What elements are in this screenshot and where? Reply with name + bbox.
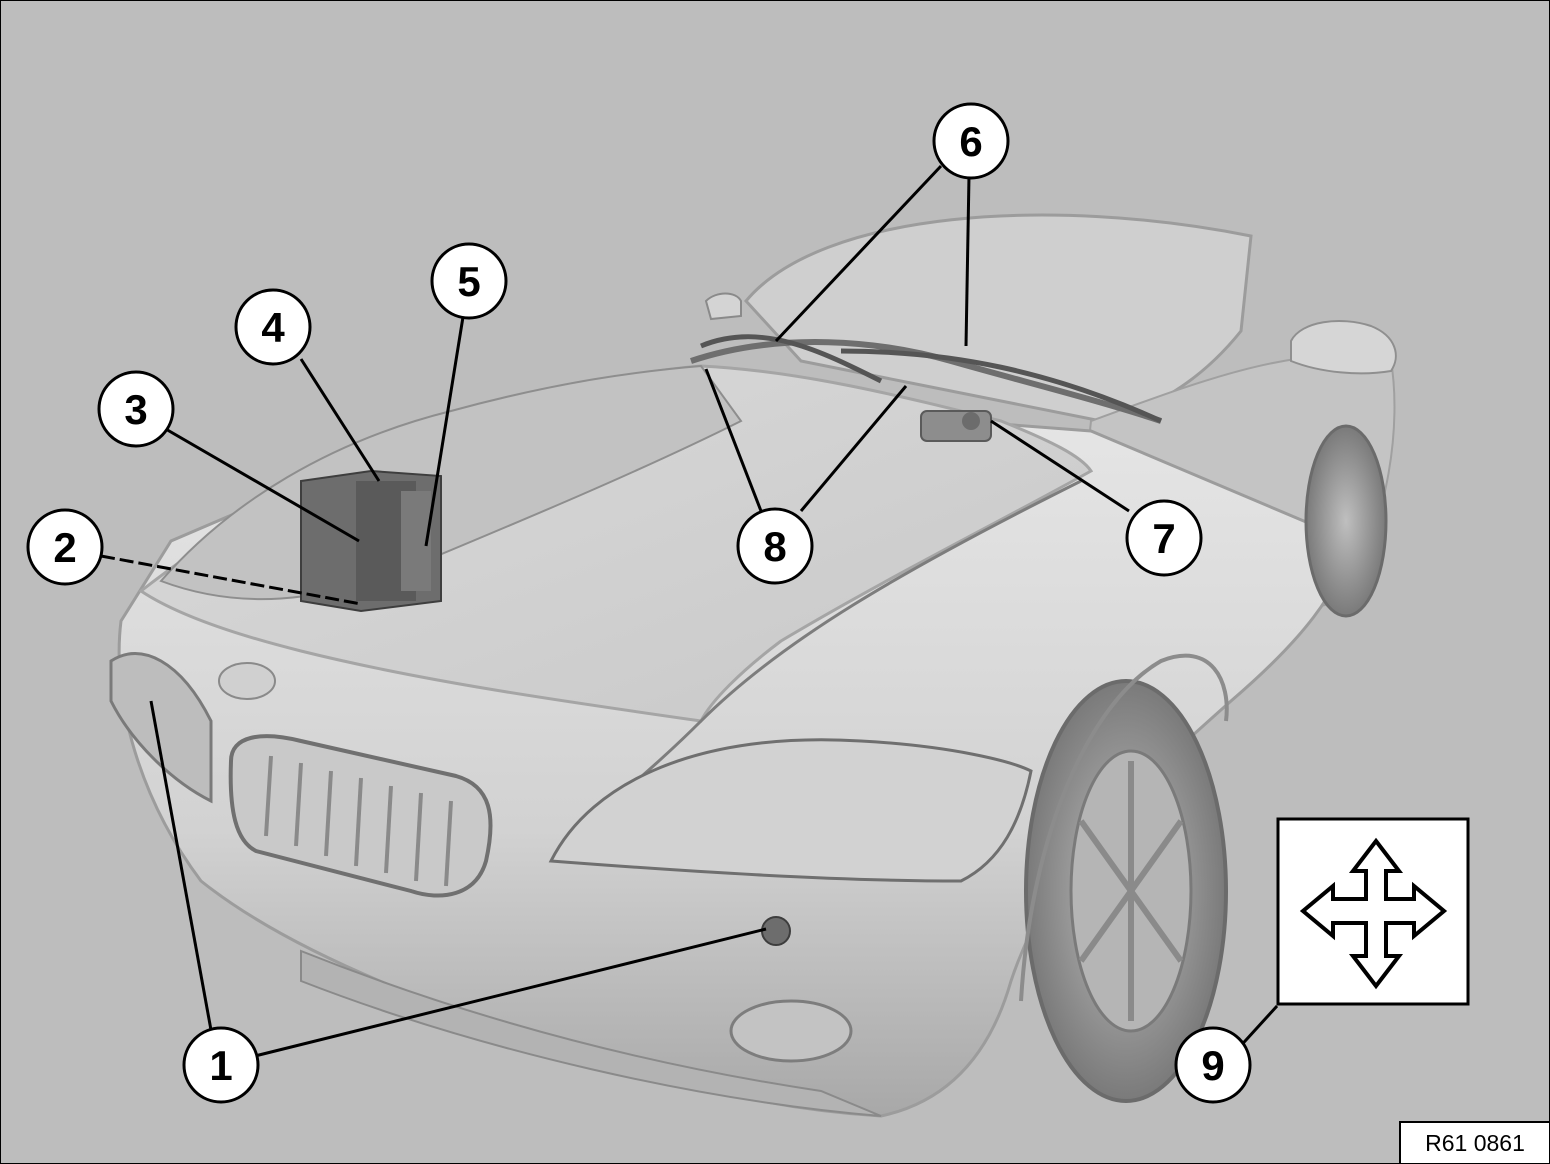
callout-4: 4 <box>234 288 312 366</box>
callout-1-label: 1 <box>209 1042 232 1089</box>
front-wheel <box>1024 679 1228 1103</box>
callouts: 1 2 3 4 5 6 7 8 <box>26 102 1252 1104</box>
four-way-arrow-icon <box>1299 837 1448 990</box>
callout-3-label: 3 <box>124 386 147 433</box>
right-mirror <box>1290 320 1397 375</box>
figure-reference-code: R61 0861 <box>1399 1121 1549 1163</box>
callout-6-label: 6 <box>959 118 982 165</box>
callout-8: 8 <box>736 507 814 585</box>
side-grille <box>109 652 213 804</box>
left-grille <box>228 734 493 898</box>
windshield-cable <box>700 334 1163 424</box>
callout-8-label: 8 <box>763 523 786 570</box>
callout-6: 6 <box>932 102 1010 180</box>
hood-emblem <box>218 662 276 700</box>
callout-7-label: 7 <box>1152 515 1175 562</box>
fog-light <box>729 999 853 1063</box>
callout-2: 2 <box>26 508 104 586</box>
rear-wheel <box>1304 424 1388 618</box>
callout-4-label: 4 <box>261 304 285 351</box>
leader-lines <box>100 164 1279 1058</box>
car-body <box>109 213 1397 1118</box>
cowl <box>690 339 1162 424</box>
callout-1: 1 <box>182 1026 260 1104</box>
fender-arch <box>1019 653 1229 1002</box>
left-mirror <box>704 292 742 321</box>
callout-3: 3 <box>97 370 175 448</box>
legend-box <box>1276 817 1470 1006</box>
headlight <box>548 738 1033 883</box>
callout-2-label: 2 <box>53 524 76 571</box>
callout-9-label: 9 <box>1201 1042 1224 1089</box>
front-bumper <box>300 949 882 1117</box>
callout-7: 7 <box>1125 499 1203 577</box>
control-module <box>300 469 442 613</box>
callout-5-label: 5 <box>457 258 480 305</box>
callout-5: 5 <box>430 242 508 320</box>
front-sensor <box>761 916 791 946</box>
callout-9: 9 <box>1174 1026 1252 1104</box>
wiper-motor <box>920 410 992 442</box>
